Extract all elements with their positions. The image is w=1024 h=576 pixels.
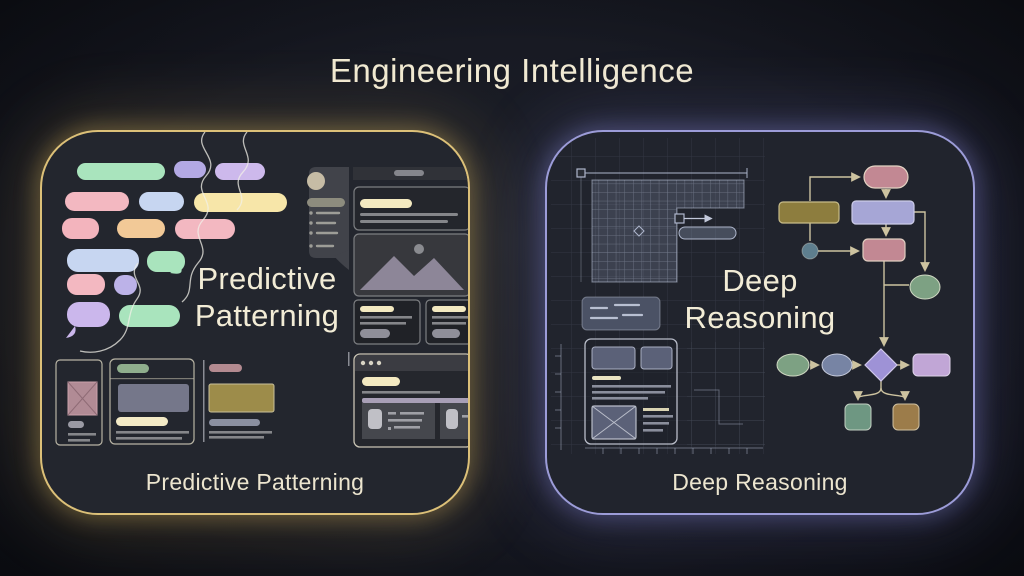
chat-bubbles-icon — [62, 161, 287, 338]
sidebar-wireframe-icon — [307, 167, 349, 270]
panel-caption: Deep Reasoning — [672, 469, 848, 495]
flowchart-icon — [776, 165, 951, 431]
panel-label-line1: Predictive — [197, 261, 337, 296]
deep-reasoning-illustration — [551, 138, 951, 454]
panel-predictive-patterning: Predictive Patterning Predictive Pattern… — [40, 130, 470, 515]
panel-label-line2: Patterning — [194, 298, 340, 334]
spec-cards-icon — [581, 296, 678, 445]
ruler-ticks-icon — [555, 344, 763, 454]
flow-purple-step — [851, 200, 915, 225]
thread-lines-icon — [79, 132, 249, 353]
flow-olive-step — [778, 201, 840, 224]
avatar — [307, 172, 325, 190]
panel-deep-reasoning: Deep Reasoning Deep Reasoning — [545, 130, 975, 515]
app-wireframe-icon — [353, 167, 468, 345]
window-dots-icon — [360, 360, 382, 366]
flow-green-ellipse-2 — [776, 353, 810, 377]
browser-window-icon — [353, 353, 468, 448]
card-wireframes-icon — [55, 352, 350, 446]
flow-brown-end — [892, 403, 920, 431]
flow-slate-ellipse — [821, 353, 853, 377]
flow-lilac-result — [912, 353, 951, 377]
flow-green-end — [844, 403, 872, 431]
panel-label: Predictive Patterning — [132, 260, 402, 334]
flow-start-pill — [863, 165, 909, 189]
panel-label-line1: Deep — [722, 263, 798, 298]
flow-pink-step — [862, 238, 906, 262]
flow-decision-diamond — [864, 348, 898, 382]
dimension-handles-icon — [576, 168, 748, 282]
flow-teal-dot — [801, 242, 819, 260]
panel-label: Deep Reasoning — [547, 262, 973, 336]
panel-label-line2: Reasoning — [684, 300, 836, 336]
panel-caption: Predictive Patterning — [145, 469, 365, 495]
blueprint-grid-icon — [551, 138, 765, 454]
predictive-patterning-illustration — [55, 132, 468, 448]
flow-green-ellipse — [909, 274, 941, 300]
page-title: Engineering Intelligence — [329, 52, 695, 89]
